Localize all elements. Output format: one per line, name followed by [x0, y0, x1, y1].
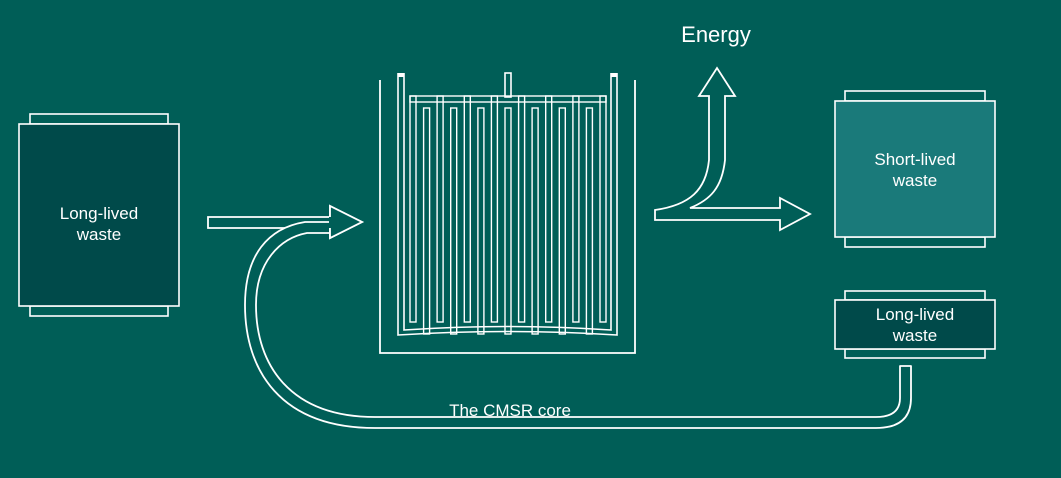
- reactor-core-icon: [379, 72, 636, 354]
- core-channel: [599, 95, 607, 323]
- core-channel: [490, 95, 499, 323]
- energy-label: Energy: [681, 22, 751, 47]
- core-channel: [477, 107, 485, 335]
- core-channel: [531, 107, 539, 335]
- core-channel: [436, 95, 444, 323]
- core-channel-grid: [409, 95, 607, 335]
- long-lived-waste-label-right: Long-lived waste: [875, 305, 955, 345]
- long-lived-waste-container-right: [834, 290, 996, 359]
- output-split-arrow: [654, 66, 812, 232]
- core-channel: [572, 95, 580, 323]
- long-lived-waste-label-left: Long-lived waste: [59, 204, 139, 244]
- core-channel: [450, 107, 458, 335]
- core-channel: [422, 107, 431, 335]
- core-channel: [585, 107, 594, 335]
- core-channel: [504, 107, 512, 335]
- core-channel: [463, 95, 471, 323]
- core-channel: [558, 107, 566, 335]
- core-channel: [409, 95, 417, 323]
- short-lived-waste-label: Short-lived waste: [874, 150, 956, 190]
- short-lived-waste-container: [834, 90, 996, 248]
- arrow-into-core-head: [329, 204, 365, 240]
- recycle-loop-arrow: [244, 221, 912, 429]
- core-channel: [545, 95, 553, 323]
- cmsr-core-label: The CMSR core: [449, 401, 571, 420]
- long-lived-waste-container-left: [18, 113, 180, 317]
- core-channel: [517, 95, 526, 323]
